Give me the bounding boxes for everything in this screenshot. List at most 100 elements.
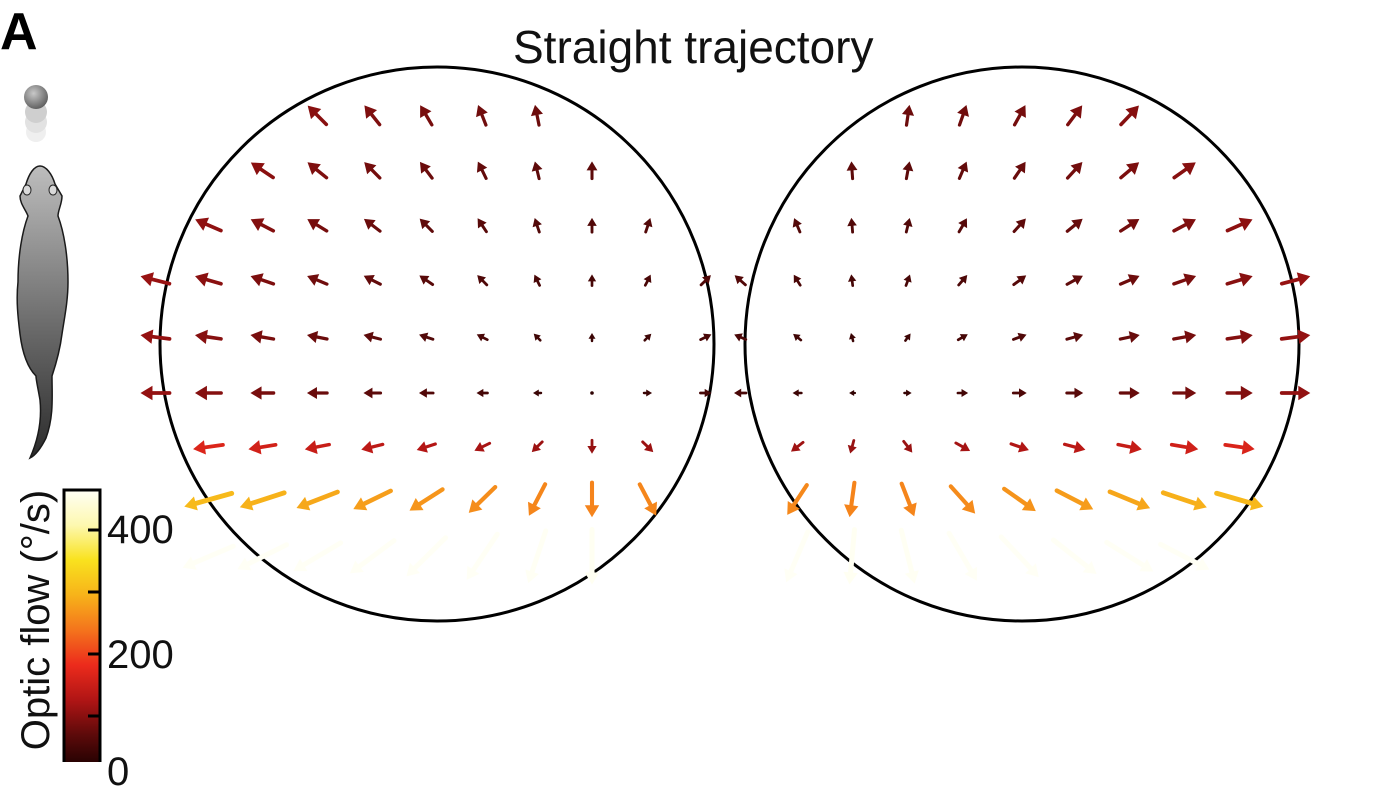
flow-arrow	[418, 388, 435, 398]
flow-arrow	[1065, 162, 1083, 180]
flow-arrow	[250, 162, 275, 180]
flow-arrow	[349, 538, 397, 574]
flow-arrow	[792, 218, 802, 234]
flow-arrow	[250, 386, 276, 400]
flow-arrow	[195, 272, 223, 287]
flow-arrow	[1223, 440, 1255, 455]
flow-arrow	[1172, 218, 1196, 233]
flow-arrow	[637, 482, 658, 516]
flow-arrow	[1065, 387, 1084, 399]
flow-arrow	[1066, 105, 1083, 127]
right-eye-flow-arrows	[734, 104, 1311, 585]
flow-arrow	[1160, 490, 1207, 511]
flow-arrow	[250, 273, 276, 287]
flow-arrow	[361, 440, 385, 454]
flow-arrow	[847, 439, 857, 454]
flow-arrow	[1065, 331, 1084, 343]
flow-arrow	[954, 441, 971, 452]
flow-arrow	[1225, 217, 1253, 233]
flow-arrow	[902, 439, 913, 453]
flow-arrow	[1172, 273, 1197, 287]
flow-arrow	[1119, 219, 1140, 233]
flow-arrow	[528, 482, 548, 516]
colorbar	[62, 488, 102, 762]
flow-arrow	[847, 217, 857, 234]
flow-arrow	[734, 388, 748, 398]
flow-arrow	[1172, 162, 1196, 180]
flow-arrow	[956, 334, 968, 342]
flow-arrow	[793, 333, 803, 342]
flow-arrow	[643, 274, 652, 287]
flow-arrow	[1012, 105, 1026, 127]
flow-arrow	[904, 333, 911, 342]
flow-arrow	[1214, 490, 1264, 511]
stacked-spheres-motion-icon	[24, 85, 48, 142]
flow-arrow	[1119, 105, 1139, 127]
flow-arrow	[901, 104, 915, 127]
flow-arrow	[140, 272, 172, 287]
flow-arrow	[849, 389, 857, 397]
flow-arrow	[843, 527, 858, 585]
flow-arrow	[363, 218, 382, 233]
flow-arrow	[419, 218, 434, 233]
flow-arrow	[584, 527, 600, 585]
left-eye-field-circle	[158, 65, 716, 623]
flow-arrow	[643, 333, 652, 342]
flow-arrow	[903, 389, 912, 397]
flow-arrow	[784, 529, 811, 583]
flow-arrow	[641, 440, 654, 453]
flow-arrow	[531, 161, 543, 181]
flow-arrow	[793, 274, 802, 287]
flow-arrow	[1225, 385, 1253, 401]
flow-arrow	[586, 161, 598, 181]
flow-arrow	[194, 385, 223, 401]
flow-arrow	[587, 274, 597, 287]
flow-arrow	[1050, 537, 1097, 575]
flow-arrow	[182, 543, 236, 570]
left-eye-flow-arrows	[140, 104, 712, 585]
colorbar-label: Optic flow (°/s)	[14, 489, 58, 751]
flow-arrow	[699, 275, 711, 287]
mouse-top-view-icon	[16, 165, 69, 460]
flow-arrow	[1118, 387, 1140, 399]
flow-arrow	[532, 218, 542, 234]
flow-arrow	[957, 274, 968, 287]
flow-arrow	[587, 217, 597, 234]
flow-arrow	[587, 438, 597, 454]
right-eye-field-circle	[743, 65, 1301, 623]
flow-arrow	[140, 385, 172, 401]
flow-arrow	[1225, 272, 1253, 287]
flow-arrow	[468, 484, 498, 513]
flow-arrow	[304, 440, 331, 455]
flow-arrow	[353, 488, 393, 511]
flow-arrow	[699, 333, 712, 342]
flow-arrow	[846, 161, 858, 181]
flow-arrow	[699, 388, 712, 398]
flow-arrow	[409, 487, 445, 511]
flow-arrow	[642, 389, 653, 397]
flow-arrow	[363, 275, 382, 286]
flow-arrow	[364, 162, 382, 180]
flow-arrow	[307, 105, 329, 127]
flow-arrow	[477, 275, 489, 287]
flow-arrow	[1065, 218, 1083, 233]
flow-arrow	[1118, 331, 1140, 343]
flow-arrow	[899, 481, 917, 517]
flow-arrow	[364, 105, 382, 127]
flow-arrow	[194, 329, 223, 344]
flow-arrow	[1012, 161, 1026, 180]
flow-arrow	[250, 330, 276, 344]
flow-arrow	[584, 480, 600, 518]
flow-arrow	[307, 274, 329, 286]
colorbar-tick-label: 200	[107, 633, 174, 677]
flow-arrow	[525, 528, 549, 584]
flow-arrow	[1119, 162, 1140, 180]
flow-arrow	[1002, 486, 1036, 512]
flow-arrow	[476, 105, 488, 127]
flow-arrow	[1158, 541, 1210, 571]
flow-arrow	[1011, 332, 1027, 342]
flow-arrow	[416, 441, 437, 453]
flow-arrow	[1011, 388, 1027, 398]
flow-arrow	[474, 441, 492, 452]
flow-arrow	[1012, 218, 1026, 234]
